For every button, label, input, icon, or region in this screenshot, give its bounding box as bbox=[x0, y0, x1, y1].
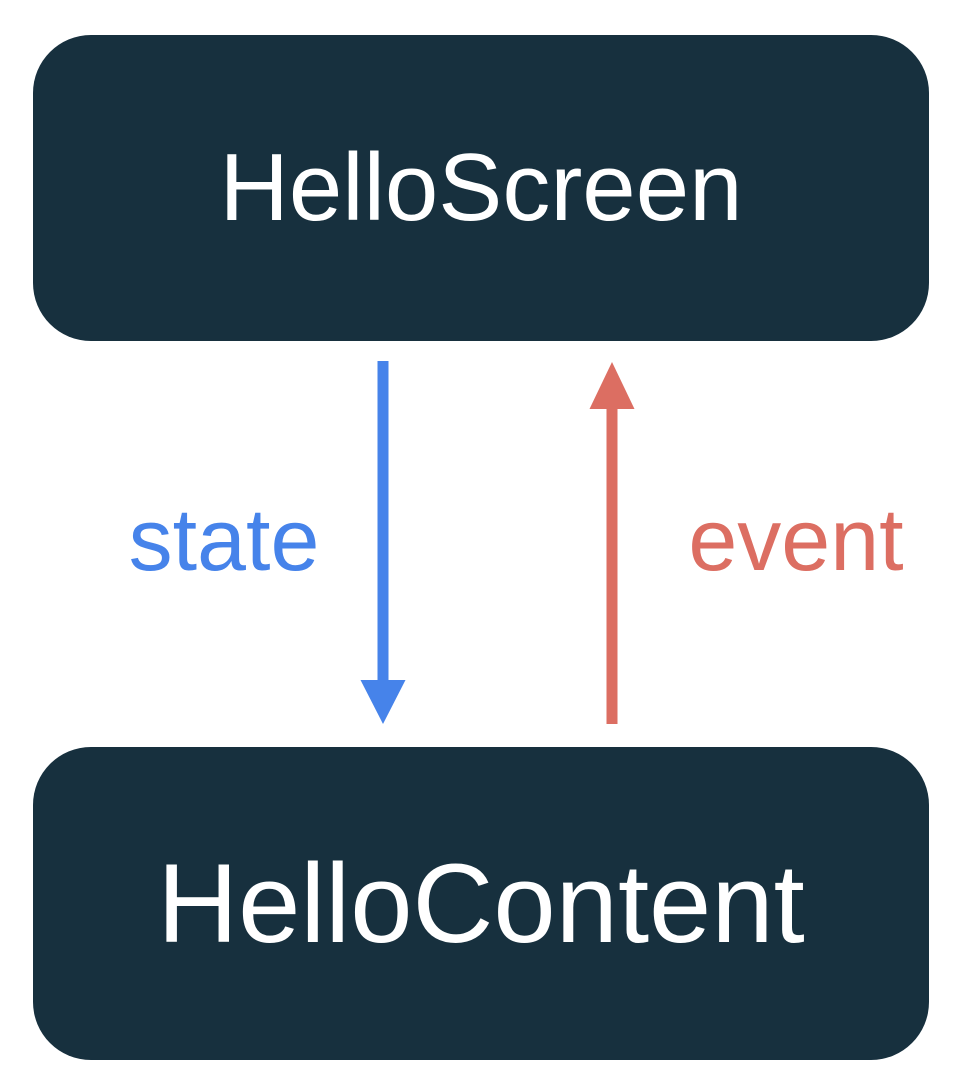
node-helloscreen: HelloScreen bbox=[33, 35, 929, 341]
state-arrow-shaft bbox=[377, 361, 389, 685]
state-arrow-label: state bbox=[128, 490, 320, 589]
event-arrowhead-up-icon bbox=[589, 362, 635, 409]
state-arrow-down bbox=[360, 361, 406, 724]
node-hellocontent-label: HelloContent bbox=[157, 840, 805, 966]
node-hellocontent: HelloContent bbox=[33, 747, 929, 1060]
event-arrow-shaft bbox=[606, 406, 618, 724]
state-arrowhead-down-icon bbox=[360, 680, 406, 724]
event-arrow-label: event bbox=[688, 490, 904, 589]
node-helloscreen-label: HelloScreen bbox=[219, 134, 743, 241]
event-arrow-up bbox=[589, 362, 635, 724]
